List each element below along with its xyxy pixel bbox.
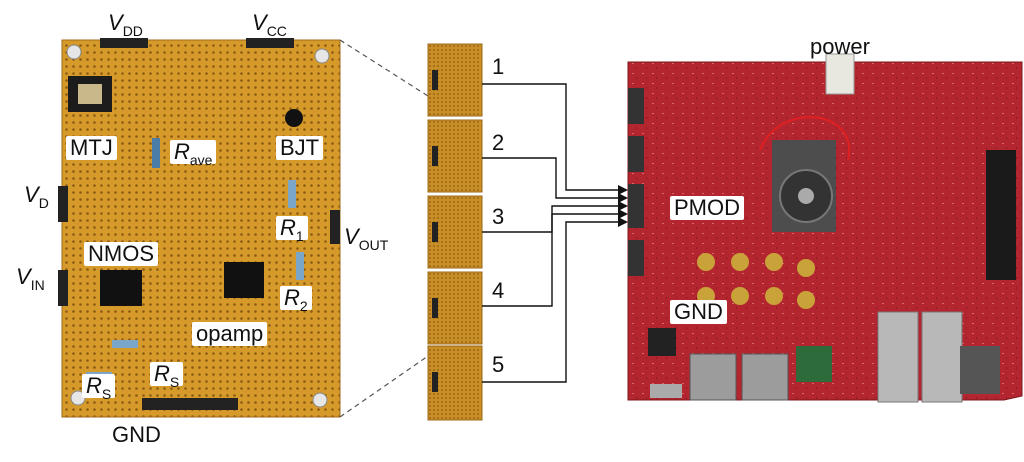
stack-number-5: 5 [492, 352, 505, 377]
vcc-label: VCC [252, 10, 287, 39]
vout-sub: OUT [358, 237, 389, 253]
rs-left-main: R [86, 373, 102, 398]
rs-right-label: RS [150, 361, 184, 389]
vd-sub: D [38, 195, 49, 211]
stack-number-4: 4 [492, 278, 505, 303]
vdd-label: VDD [108, 10, 143, 39]
r1-label: R1 [276, 215, 308, 243]
vin-sub: IN [30, 277, 45, 293]
connection-wires [482, 83, 620, 383]
nmos-label: NMOS [84, 242, 158, 266]
r1-sub: 1 [295, 228, 304, 244]
vd-main: V [24, 182, 39, 207]
vdd-main: V [108, 10, 123, 35]
rave-label: Rave [170, 139, 217, 167]
rs-left-label: RS [82, 373, 116, 401]
stack-number-3: 3 [492, 204, 505, 229]
r2-label: R2 [280, 285, 312, 313]
gnd-board-label: GND [112, 422, 161, 447]
zoom-line-top [339, 39, 429, 97]
rave-sub: ave [189, 152, 213, 168]
r2-main: R [284, 285, 300, 310]
vd-label: VD [24, 182, 49, 211]
arrowheads [618, 185, 628, 227]
rs-right-main: R [154, 361, 170, 386]
stack-number-2: 2 [492, 130, 505, 155]
vin-main: V [16, 264, 31, 289]
vout-main: V [344, 224, 359, 249]
power-label: power [810, 34, 870, 59]
vin-label: VIN [16, 264, 45, 293]
board-stack [427, 43, 483, 421]
vcc-main: V [252, 10, 267, 35]
vdd-sub: DD [122, 23, 143, 39]
r1-main: R [280, 215, 296, 240]
rave-main: R [174, 139, 190, 164]
zoom-line-bottom [339, 355, 429, 418]
r2-sub: 2 [299, 298, 308, 314]
rs-left-sub: S [101, 386, 112, 402]
fpga-board [627, 53, 1023, 403]
bjt-label: BJT [276, 136, 324, 160]
gnd-fpga-label: GND [670, 300, 727, 324]
mtj-label: MTJ [66, 136, 117, 160]
stack-number-1: 1 [492, 54, 505, 79]
vout-label: VOUT [344, 224, 388, 253]
rs-right-sub: S [169, 374, 180, 390]
pmod-label: PMOD [670, 196, 744, 220]
vcc-sub: CC [266, 23, 287, 39]
opamp-label: opamp [192, 322, 268, 346]
